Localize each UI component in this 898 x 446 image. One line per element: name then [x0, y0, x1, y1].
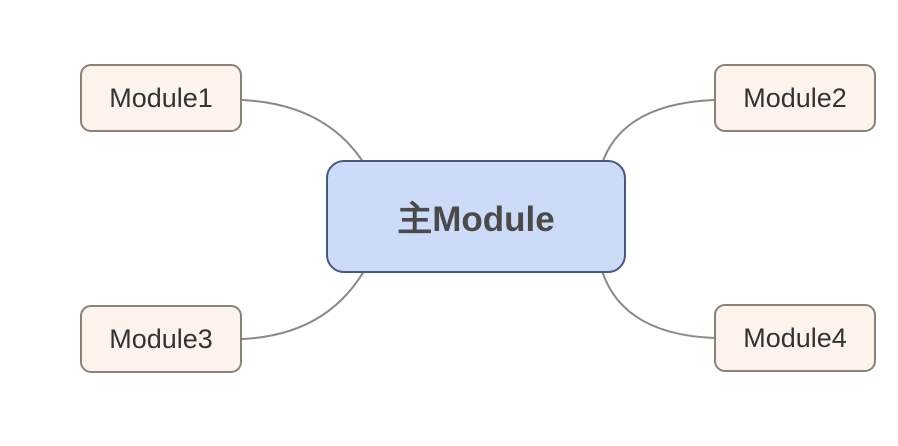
node-center[interactable]: 主Module: [326, 160, 626, 273]
connector-module3-center: [241, 263, 369, 340]
node-center-label: 主Module: [397, 200, 555, 239]
node-module3[interactable]: Module3: [80, 305, 242, 373]
node-module4-label: Module4: [743, 322, 847, 353]
node-module1-label: Module1: [109, 82, 213, 113]
connector-module2-center: [599, 99, 715, 171]
node-module1[interactable]: Module1: [80, 64, 242, 132]
node-module3-label: Module3: [109, 323, 213, 354]
node-module2-label: Module2: [743, 82, 847, 113]
node-module4[interactable]: Module4: [714, 304, 876, 372]
connector-module1-center: [241, 99, 369, 171]
connector-module4-center: [599, 263, 715, 339]
node-module2[interactable]: Module2: [714, 64, 876, 132]
